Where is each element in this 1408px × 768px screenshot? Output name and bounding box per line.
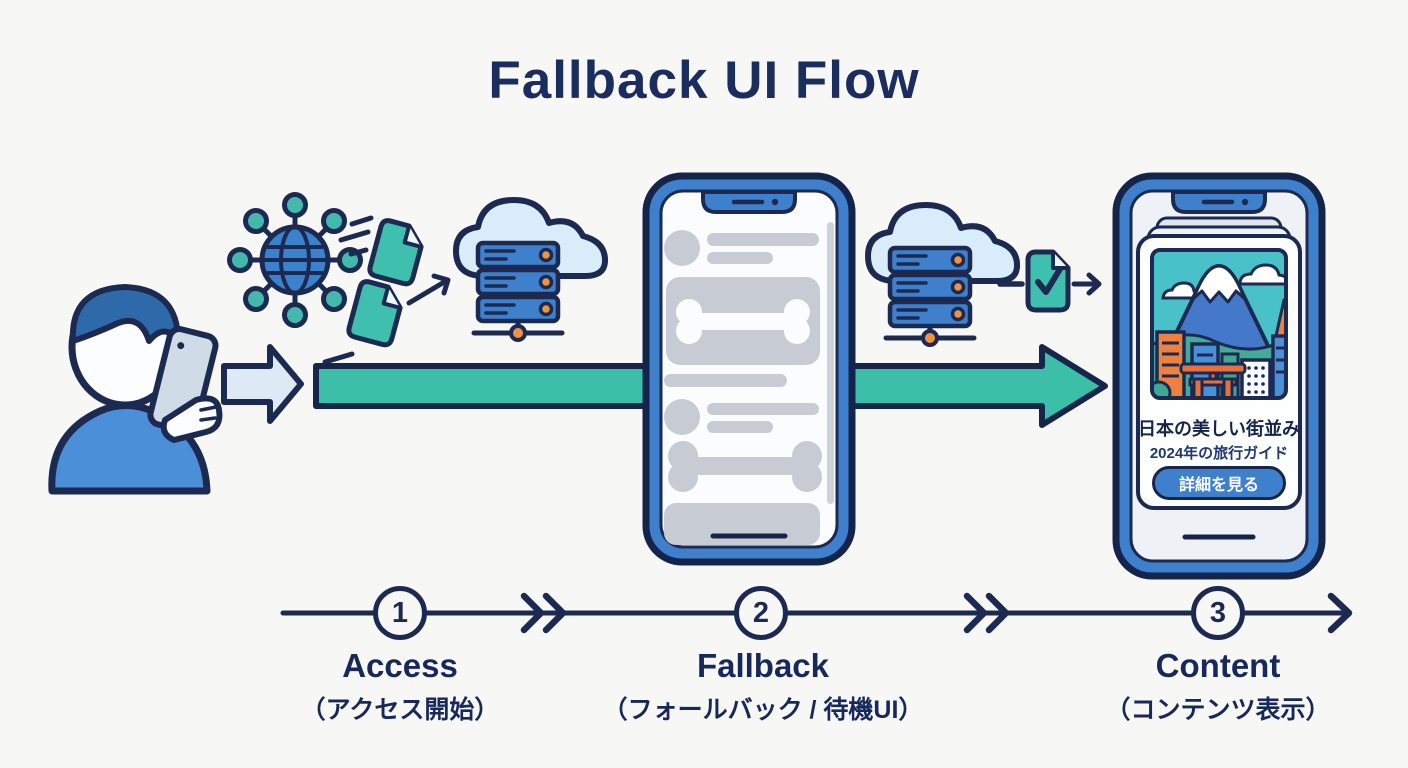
step-label-fallback-jp: （フォールバック / 待機UI） <box>602 696 924 725</box>
double-chevron-icon <box>963 592 1010 634</box>
step-label-access-en: Access <box>342 647 458 684</box>
network-globe-icon <box>227 192 363 328</box>
page-title: Fallback UI Flow <box>488 51 920 110</box>
document-check-icon <box>997 249 1102 313</box>
step-label-access: Access （アクセス開始） <box>300 647 500 726</box>
torii-gate-icon <box>1179 362 1247 398</box>
block-arrow-icon <box>221 344 304 424</box>
step-label-content-jp: （コンテンツ表示） <box>1105 696 1331 725</box>
skeleton-bone-placeholder <box>668 441 822 492</box>
step-label-content-en: Content <box>1155 647 1281 684</box>
scrollbar[interactable] <box>827 222 834 504</box>
timeline-step-1-marker: 1 <box>373 586 427 640</box>
details-button[interactable]: 詳細を見る <box>1152 466 1286 500</box>
content-card-headline: 日本の美しい街並み <box>1138 419 1300 439</box>
cloud-server-icon <box>868 205 1017 345</box>
content-phone <box>1112 172 1326 580</box>
step-label-content: Content （コンテンツ表示） <box>1105 647 1331 726</box>
hand-icon <box>160 395 223 443</box>
timeline-step-3-marker: 3 <box>1191 586 1245 640</box>
arrowhead-icon <box>1327 592 1353 634</box>
skeleton-bone-placeholder <box>676 299 810 344</box>
timeline-step-2-marker: 2 <box>734 586 788 640</box>
step-label-fallback-en: Fallback <box>696 647 830 684</box>
fallback-phone-skeleton <box>642 172 856 566</box>
cloud-server-icon <box>456 200 605 340</box>
mount-fuji-illustration <box>1150 248 1288 400</box>
step-label-fallback: Fallback （フォールバック / 待機UI） <box>602 647 924 726</box>
content-card-subtitle: 2024年の旅行ガイド <box>1149 445 1289 462</box>
step-label-access-jp: （アクセス開始） <box>300 696 500 725</box>
upload-arrow-icon <box>406 273 451 306</box>
double-chevron-icon <box>520 592 567 634</box>
timeline <box>280 592 1353 634</box>
person-with-phone-icon <box>48 284 223 495</box>
